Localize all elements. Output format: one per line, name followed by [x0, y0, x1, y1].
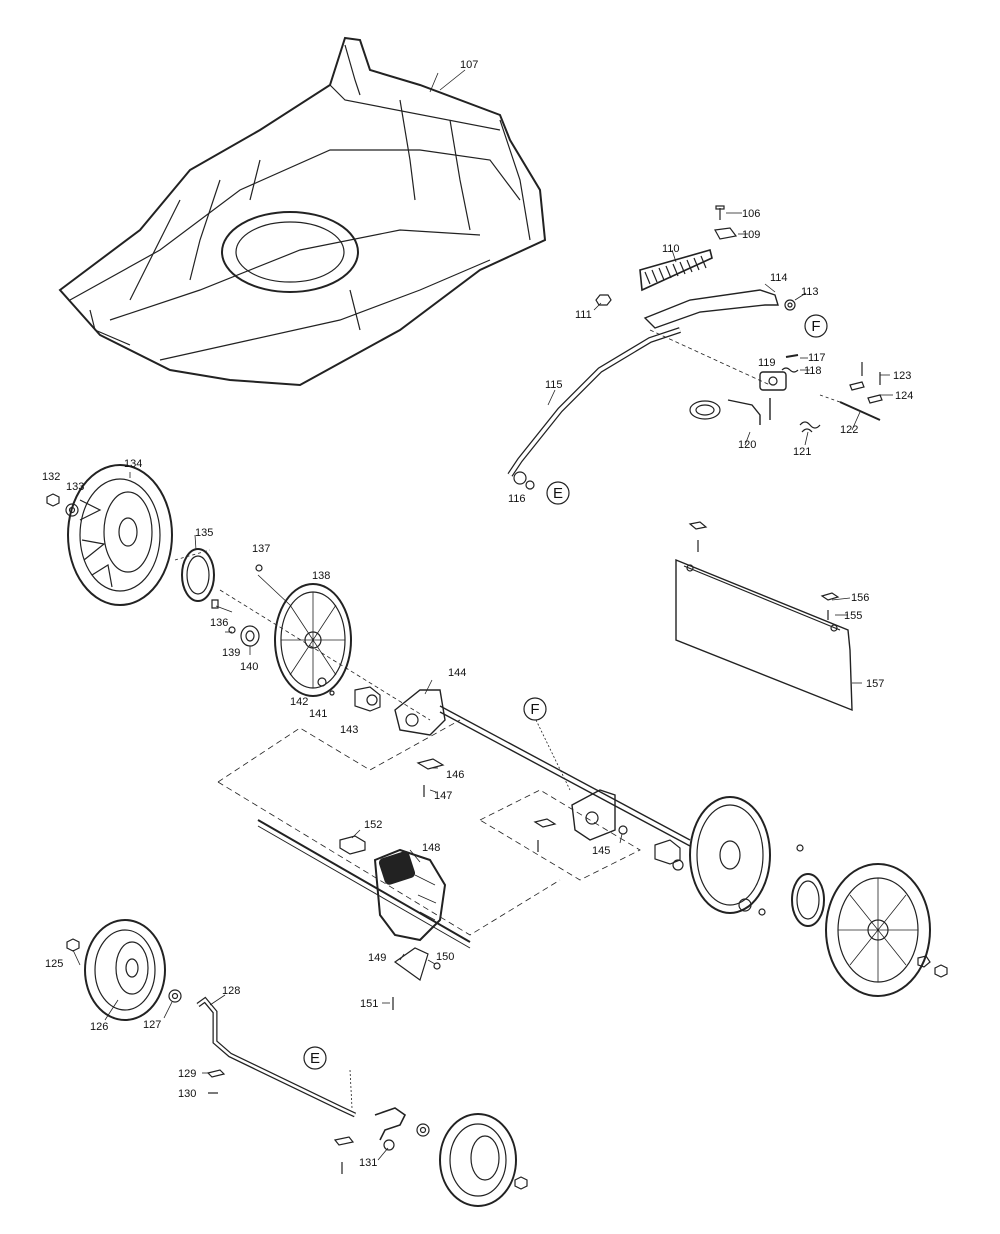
front-axle-group — [66, 919, 528, 1207]
label-144: 144 — [448, 667, 466, 679]
label-132: 132 — [42, 471, 60, 483]
label-106: 106 — [742, 208, 760, 220]
label-136: 136 — [210, 617, 228, 629]
right-rear-wheel-group — [654, 796, 948, 997]
rear-flap-group — [675, 521, 853, 712]
label-118: 118 — [804, 365, 822, 377]
label-155: 155 — [844, 610, 862, 622]
label-141: 141 — [309, 708, 327, 720]
label-129: 129 — [178, 1068, 196, 1080]
label-114: 114 — [770, 272, 788, 284]
label-151: 151 — [360, 998, 378, 1010]
leader-lines — [72, 69, 893, 1161]
label-110: 110 — [662, 243, 680, 255]
label-117: 117 — [808, 352, 826, 364]
label-130: 130 — [178, 1088, 196, 1100]
label-156: 156 — [851, 592, 869, 604]
ref-marker-f-mid: F — [530, 701, 539, 718]
label-142: 142 — [290, 696, 308, 708]
label-139: 139 — [222, 647, 240, 659]
label-113: 113 — [801, 286, 819, 298]
label-107: 107 — [460, 59, 478, 71]
label-140: 140 — [240, 661, 258, 673]
label-147: 147 — [434, 790, 452, 802]
label-131: 131 — [359, 1157, 377, 1169]
label-119: 119 — [758, 357, 776, 369]
label-149: 149 — [368, 952, 386, 964]
label-143: 143 — [340, 724, 358, 736]
label-122: 122 — [840, 424, 858, 436]
part-labels: 107 106 109 110 114 113 111 117 119 118 … — [42, 59, 913, 1169]
label-125: 125 — [45, 958, 63, 970]
label-111: 111 — [575, 309, 592, 321]
label-135: 135 — [195, 527, 213, 539]
label-138: 138 — [312, 570, 330, 582]
label-128: 128 — [222, 985, 240, 997]
label-126: 126 — [90, 1021, 108, 1033]
label-116: 116 — [508, 493, 526, 505]
left-rear-wheel-group — [46, 464, 431, 721]
ref-marker-f-upper: F — [811, 318, 820, 335]
label-137: 137 — [252, 543, 270, 555]
label-134: 134 — [124, 458, 142, 470]
label-145: 145 — [592, 845, 610, 857]
ref-marker-e-upper: E — [553, 485, 563, 502]
label-109: 109 — [742, 229, 760, 241]
label-120: 120 — [738, 439, 756, 451]
height-adjust-assembly — [507, 205, 883, 490]
label-115: 115 — [545, 379, 563, 391]
label-148: 148 — [422, 842, 440, 854]
label-121: 121 — [793, 446, 811, 458]
label-157: 157 — [866, 678, 884, 690]
label-124: 124 — [895, 390, 913, 402]
label-146: 146 — [446, 769, 464, 781]
label-123: 123 — [893, 370, 911, 382]
rear-axle-gearbox-group — [217, 689, 691, 1010]
label-152: 152 — [364, 819, 382, 831]
reference-markers: F E F E — [303, 314, 828, 1070]
label-150: 150 — [436, 951, 454, 963]
label-133: 133 — [66, 481, 84, 493]
label-127: 127 — [143, 1019, 161, 1031]
ref-marker-e-lower: E — [310, 1050, 320, 1067]
mower-deck-housing — [58, 36, 547, 387]
